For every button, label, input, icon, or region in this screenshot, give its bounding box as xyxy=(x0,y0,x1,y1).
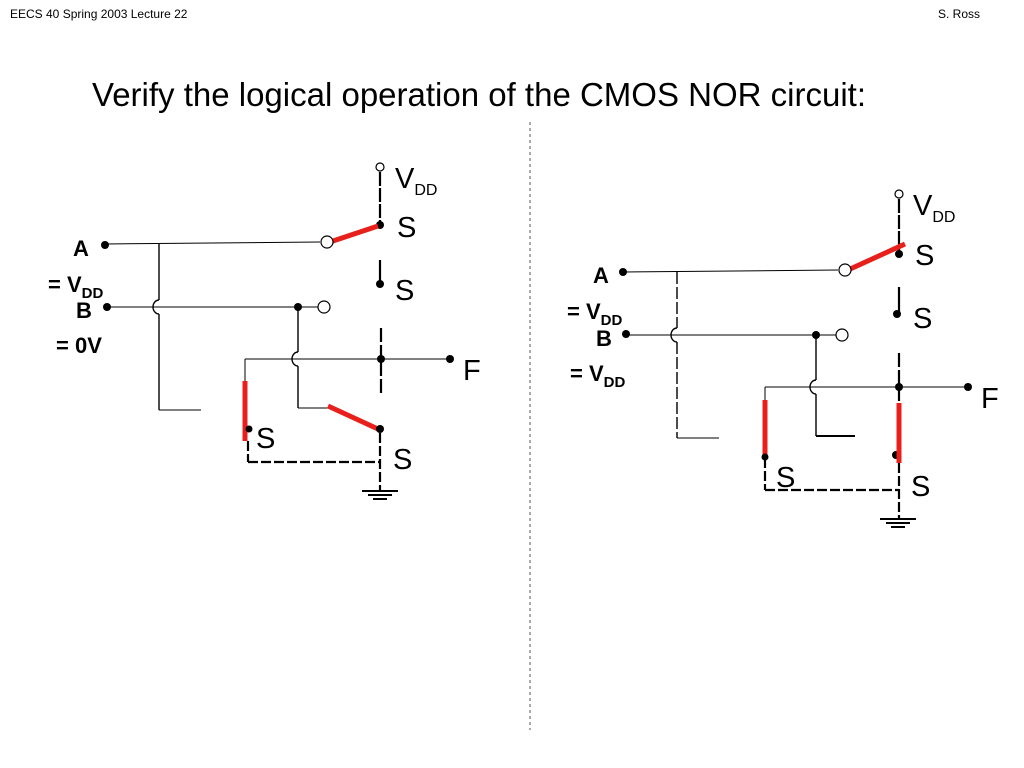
switch-label-s2-right: S xyxy=(913,303,932,335)
ground-symbol-left xyxy=(362,490,398,500)
node-dot xyxy=(761,453,769,461)
input-a-terminal-left xyxy=(101,241,109,249)
output-label-right: F xyxy=(981,383,999,415)
switch-label-s1-left: S xyxy=(397,212,416,244)
switch-label-s2-left: S xyxy=(395,275,414,307)
input-a-wire-right xyxy=(622,269,839,273)
switch-label-s3-left: S xyxy=(256,423,275,455)
header-author: S. Ross xyxy=(938,7,981,21)
node-dot xyxy=(376,280,384,288)
switch-label-s1-right: S xyxy=(915,240,934,272)
pmos-gate-bubble-a-left xyxy=(320,235,334,249)
ground-symbol-right xyxy=(880,518,916,528)
input-b-label-right: B xyxy=(596,326,612,351)
node-dot xyxy=(893,310,901,318)
output-terminal-left xyxy=(446,355,454,363)
input-b-value-right: = VDD xyxy=(570,361,625,391)
node-dot xyxy=(245,425,253,433)
switch-nmos-b-left xyxy=(326,403,380,432)
output-terminal-right xyxy=(964,383,972,391)
header-lecture: EECS 40 Spring 2003 Lecture 22 xyxy=(10,7,188,21)
input-b-value-left: = 0V xyxy=(56,333,102,358)
input-a-value-right: = VDD xyxy=(567,299,622,329)
circuit-right: VDD S A = VDD S B = VDD xyxy=(567,189,999,528)
vdd-label-right: VDD xyxy=(913,190,955,226)
pmos-gate-bubble-b-left xyxy=(317,300,331,314)
pmos-gate-bubble-b-right xyxy=(835,328,849,342)
circuit-left: VDD S A = VDD S B = 0V xyxy=(48,162,481,500)
output-label-left: F xyxy=(463,355,481,387)
input-a-wire-left xyxy=(104,241,321,245)
switch-label-s4-right: S xyxy=(911,471,930,503)
pmos-gate-bubble-a-right xyxy=(838,263,852,277)
switch-label-s3-right: S xyxy=(776,462,795,494)
input-a-label-left: A xyxy=(73,236,89,261)
input-b-terminal-right xyxy=(622,330,630,338)
vdd-terminal-left xyxy=(375,162,385,172)
vdd-terminal-right xyxy=(894,189,904,199)
switch-pmos-a-right xyxy=(846,241,907,273)
node-dot xyxy=(376,425,384,433)
node-dot xyxy=(895,250,903,258)
input-b-label-left: B xyxy=(76,298,92,323)
vdd-label-left: VDD xyxy=(395,163,437,199)
input-a-value-left: = VDD xyxy=(48,272,103,302)
slide-title: Verify the logical operation of the CMOS… xyxy=(92,76,866,113)
switch-label-s4-left: S xyxy=(393,444,412,476)
switch-pmos-a-left xyxy=(329,223,379,245)
input-a-label-right: A xyxy=(593,263,609,288)
